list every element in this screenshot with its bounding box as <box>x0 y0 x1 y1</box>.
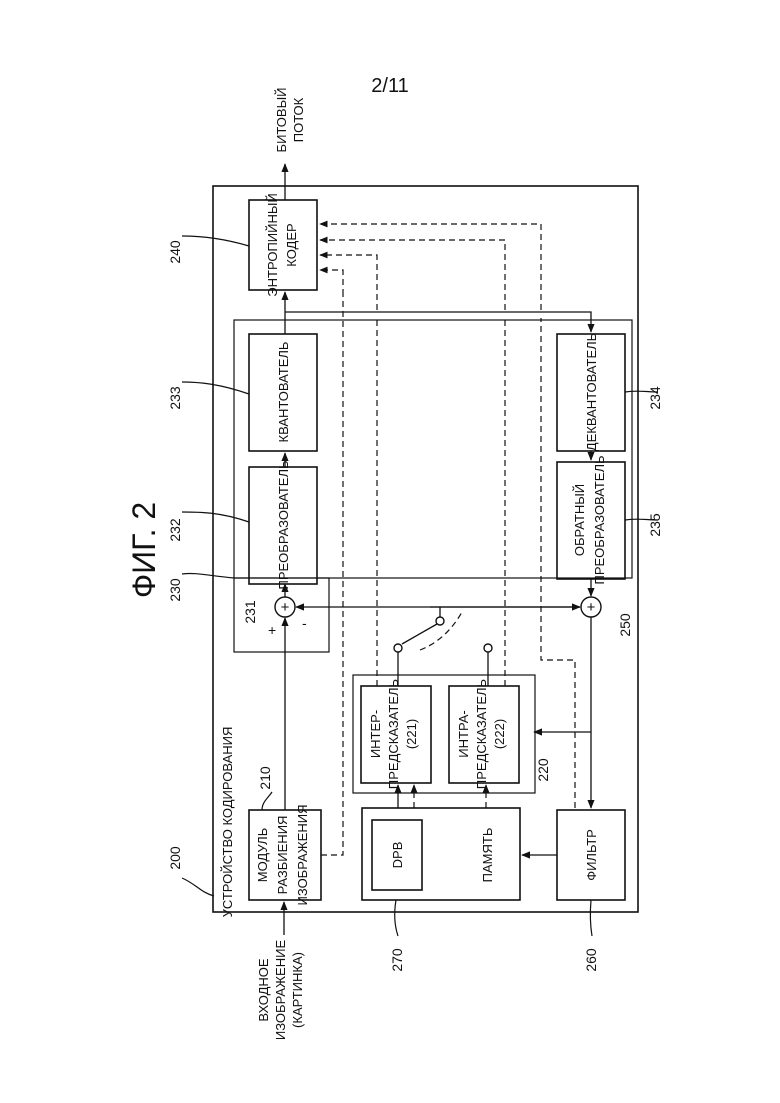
device-title: УСТРОЙСТВО КОДИРОВАНИЯ <box>220 727 235 918</box>
switch-pivot <box>436 617 444 625</box>
entropy-coder-block <box>249 200 317 290</box>
intra-label-2: ПРЕДСКАЗАТЕЛЬ <box>474 679 489 789</box>
leader-210 <box>262 792 272 810</box>
output-label-1: БИТОВЫЙ <box>274 88 289 153</box>
ref-210: 210 <box>257 766 273 790</box>
inverse-transformer-block <box>557 462 625 579</box>
leader-260 <box>590 900 592 936</box>
inter-ref: (221) <box>404 719 419 749</box>
transformer-label: ПРЕОБРАЗОВАТЕЛЬ <box>276 460 291 589</box>
leader-233 <box>182 382 249 394</box>
minus-sign: - <box>302 615 307 631</box>
ref-260: 260 <box>583 948 599 972</box>
ref-230: 230 <box>167 578 183 602</box>
filter-side-info <box>541 318 575 808</box>
entropy-label-2: КОДЕР <box>284 223 299 266</box>
ref-220: 220 <box>535 758 551 782</box>
leader-230 <box>182 573 234 578</box>
dequantizer-label: ДЕКВАНТОВАТЕЛЬ <box>584 333 599 451</box>
side-info-line-4 <box>320 270 343 295</box>
ref-233: 233 <box>167 386 183 410</box>
figure-title: ФИГ. 2 <box>126 502 162 598</box>
reconstruction-summer-sign: + <box>587 599 596 616</box>
ref-250: 250 <box>617 613 633 637</box>
filter-label: ФИЛЬТР <box>584 829 599 881</box>
intra-ref: (222) <box>492 719 507 749</box>
leader-240 <box>182 236 249 246</box>
input-label-3: (КАРТИНКА) <box>290 952 305 1028</box>
quantizer-to-dequantizer <box>285 312 591 332</box>
residual-summer-sign: + <box>281 599 290 616</box>
switch-contact-intra <box>484 644 492 652</box>
partition-label-3: ИЗОБРАЖЕНИЯ <box>295 805 310 906</box>
side-info-line-1 <box>320 255 377 310</box>
leader-270 <box>395 900 398 936</box>
partition-label-2: РАЗБИЕНИЯ <box>275 816 290 895</box>
dpb-label: DPB <box>390 842 405 869</box>
leader-200 <box>182 878 214 896</box>
output-label-2: ПОТОК <box>291 97 306 142</box>
entropy-label-1: ЭНТРОПИЙНЫЙ <box>265 193 280 296</box>
partition-label-1: МОДУЛЬ <box>255 828 270 883</box>
ref-231: 231 <box>242 600 258 624</box>
side-info-line-3 <box>320 224 541 310</box>
ref-232: 232 <box>167 518 183 542</box>
memory-block <box>362 808 520 900</box>
quantizer-label: КВАНТОВАТЕЛЬ <box>276 342 291 443</box>
intra-label-1: ИНТРА- <box>456 710 471 757</box>
input-label-1: ВХОДНОЕ <box>256 958 271 1021</box>
inverse-label-2: ПРЕОБРАЗОВАТЕЛЬ <box>592 455 607 584</box>
side-info-line-2 <box>320 240 505 310</box>
switch-contact-inter <box>394 644 402 652</box>
memory-label: ПАМЯТЬ <box>480 828 495 883</box>
ref-240: 240 <box>167 240 183 264</box>
input-label-2: ИЗОБРАЖЕНИЕ <box>273 940 288 1041</box>
inverse-label-1: ОБРАТНЫЙ <box>572 484 587 556</box>
partition-control-line <box>321 295 343 855</box>
ref-235: 235 <box>647 513 663 537</box>
ref-234: 234 <box>647 386 663 410</box>
ref-200: 200 <box>167 846 183 870</box>
switch-arm <box>402 624 437 644</box>
page-number: 2/11 <box>371 75 408 97</box>
inter-label-2: ПРЕДСКАЗАТЕЛЬ <box>386 679 401 789</box>
ref-270: 270 <box>389 948 405 972</box>
plus-sign: + <box>268 622 276 638</box>
leader-232 <box>182 512 249 522</box>
inter-label-1: ИНТЕР- <box>368 710 383 758</box>
